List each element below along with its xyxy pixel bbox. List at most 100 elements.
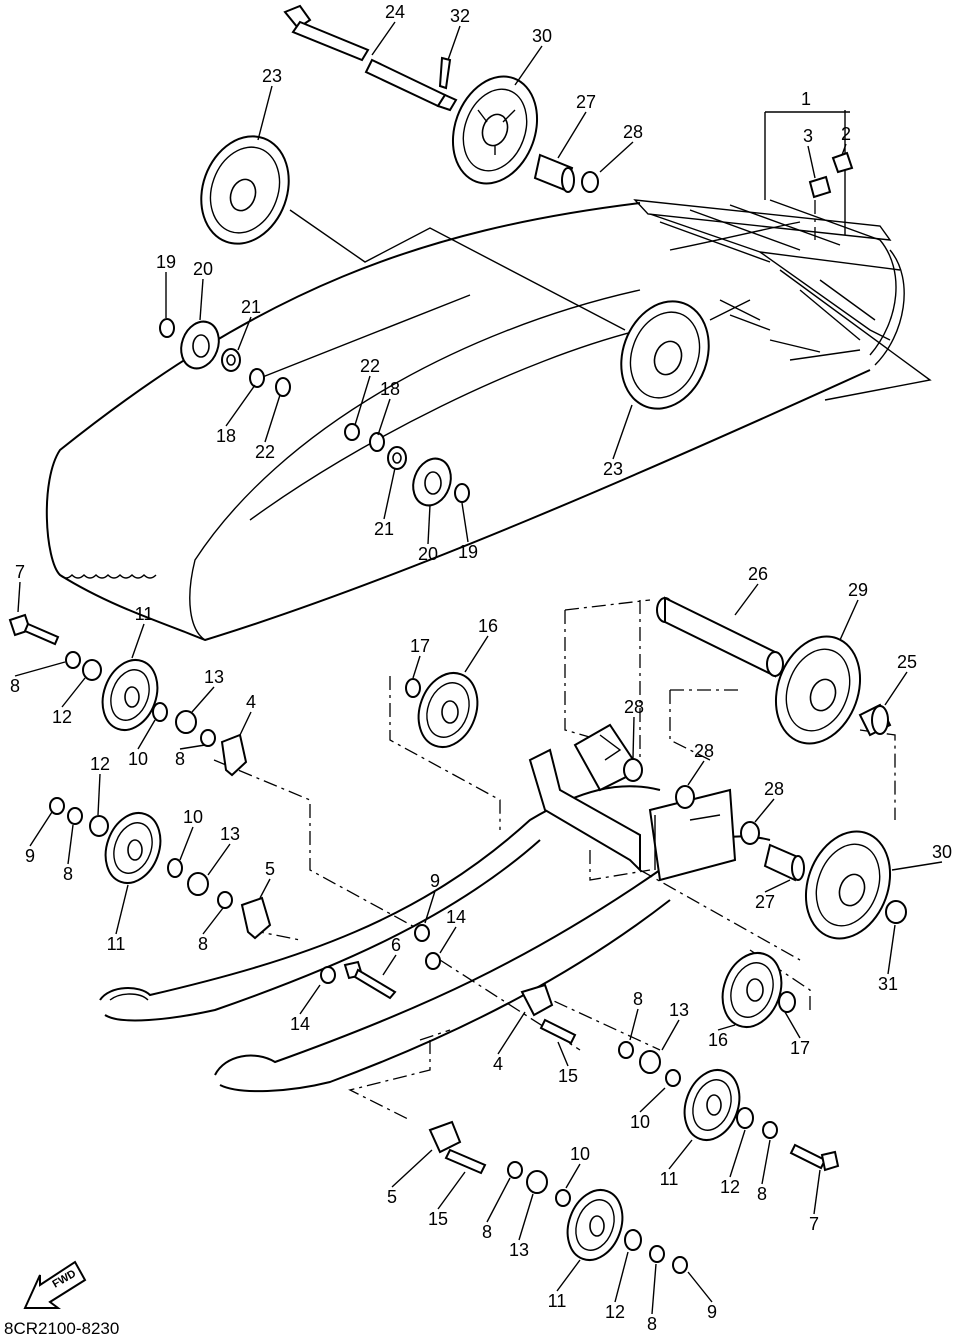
callout-c31: 31 xyxy=(878,974,898,994)
callout-c23a: 23 xyxy=(262,66,282,86)
callout-c16a: 16 xyxy=(478,616,498,636)
callout-c17a: 17 xyxy=(410,636,430,656)
slide-rail-right xyxy=(214,835,771,1093)
brackets xyxy=(220,151,854,1154)
leader-c11d xyxy=(556,1259,581,1292)
leader-c27b xyxy=(764,879,791,893)
wheel-30-bottom xyxy=(804,830,892,940)
leader-c24a xyxy=(371,21,396,56)
washer-8-f xyxy=(762,1121,778,1139)
bearing-20-lower xyxy=(412,457,452,507)
leader-c14b xyxy=(299,984,321,1015)
washer-19-upper xyxy=(159,318,175,338)
washer-17-lower xyxy=(778,991,796,1013)
slider-3 xyxy=(808,175,832,199)
leader-c18a xyxy=(225,384,256,427)
nut-14-a xyxy=(425,952,441,970)
leader-c32a xyxy=(447,25,461,61)
leader-c28d xyxy=(754,798,775,823)
callout-c10b: 10 xyxy=(183,807,203,827)
leader-c7b xyxy=(813,1169,821,1215)
nut-9-b xyxy=(414,924,430,942)
callout-c12c: 12 xyxy=(720,1177,740,1197)
leader-c8b xyxy=(179,744,206,750)
washer-8-g xyxy=(507,1161,523,1179)
leader-c4b xyxy=(497,1011,526,1055)
track-belt xyxy=(45,199,905,642)
callout-c13b: 13 xyxy=(220,824,240,844)
leader-c22a xyxy=(264,394,281,443)
callout-c8h: 8 xyxy=(647,1314,657,1334)
callout-c27a: 27 xyxy=(576,92,596,112)
small-parts xyxy=(49,171,907,1274)
leader-c16b xyxy=(717,1024,736,1031)
collar-25 xyxy=(858,703,892,737)
spacer-10-a xyxy=(152,702,168,722)
leader-c13a xyxy=(191,686,215,713)
slider-2 xyxy=(831,151,854,174)
leader-c13c xyxy=(661,1019,680,1051)
spacer-10-d xyxy=(555,1189,571,1207)
bolt-7-lower xyxy=(789,1143,827,1170)
leader-c22b xyxy=(354,375,371,426)
callout-c32a: 32 xyxy=(450,6,470,26)
leader-c26 xyxy=(734,583,759,616)
leader-c9a xyxy=(29,811,53,847)
callout-c11b: 11 xyxy=(107,934,126,954)
leader-c2 xyxy=(841,143,847,156)
bolts xyxy=(8,613,840,1175)
leader-c6 xyxy=(382,954,397,976)
washer-18-upper xyxy=(249,368,265,388)
callout-c7a: 7 xyxy=(15,562,25,582)
leader-c17b xyxy=(784,1011,801,1039)
wheel-16-upper xyxy=(417,672,479,748)
leader-c21a xyxy=(237,316,252,351)
nut-14-b xyxy=(320,966,336,984)
diagram-code: 8CR2100-8230 xyxy=(4,1319,119,1338)
callout-c21b: 21 xyxy=(374,519,394,539)
wheel-29 xyxy=(774,635,862,745)
leader-c8d xyxy=(202,907,224,935)
washer-8-h xyxy=(649,1245,665,1263)
leader-c29 xyxy=(839,599,859,641)
leader-c30a xyxy=(514,45,543,86)
leader-c16a xyxy=(464,635,489,673)
washer-8-d xyxy=(217,891,233,909)
washer-8-e xyxy=(618,1041,634,1059)
washer-28-a xyxy=(623,758,643,782)
callout-c11c: 11 xyxy=(660,1169,679,1189)
leader-c5b xyxy=(391,1149,433,1188)
collar-12-d xyxy=(624,1229,642,1251)
callout-leaders xyxy=(14,21,943,1315)
callout-c21a: 21 xyxy=(241,297,261,317)
washer-18-lower xyxy=(369,432,385,452)
callout-c23b: 23 xyxy=(603,459,623,479)
callout-c15b: 15 xyxy=(428,1209,448,1229)
callout-c2: 2 xyxy=(841,124,851,144)
collar-12-c xyxy=(736,1107,754,1129)
collar-12-a xyxy=(82,659,102,681)
bracket-5-upper xyxy=(240,896,272,940)
front-bracket xyxy=(528,723,737,882)
callout-c7b: 7 xyxy=(809,1214,819,1234)
wheel-23-middle xyxy=(620,300,710,410)
leader-c25 xyxy=(884,671,908,706)
callout-c13d: 13 xyxy=(509,1240,529,1260)
bolt-6 xyxy=(353,968,397,1000)
wheel-16-lower xyxy=(721,952,783,1028)
slide-rail-left xyxy=(99,785,661,1022)
washer-8-b xyxy=(200,729,216,747)
spacer-10-c xyxy=(665,1069,681,1087)
track-lugs xyxy=(633,199,905,366)
clip-22-upper xyxy=(275,377,291,397)
callout-c16b: 16 xyxy=(708,1030,728,1050)
wheel-30-top xyxy=(451,75,539,185)
callout-c11a: 11 xyxy=(135,604,154,624)
leader-c15b xyxy=(437,1171,466,1210)
callout-c8e: 8 xyxy=(633,989,643,1009)
callout-c6: 6 xyxy=(391,935,401,955)
leader-c14a xyxy=(439,926,457,954)
bracket-4-upper xyxy=(220,733,248,777)
callout-c10a: 10 xyxy=(128,749,148,769)
leader-c10a xyxy=(137,719,156,750)
